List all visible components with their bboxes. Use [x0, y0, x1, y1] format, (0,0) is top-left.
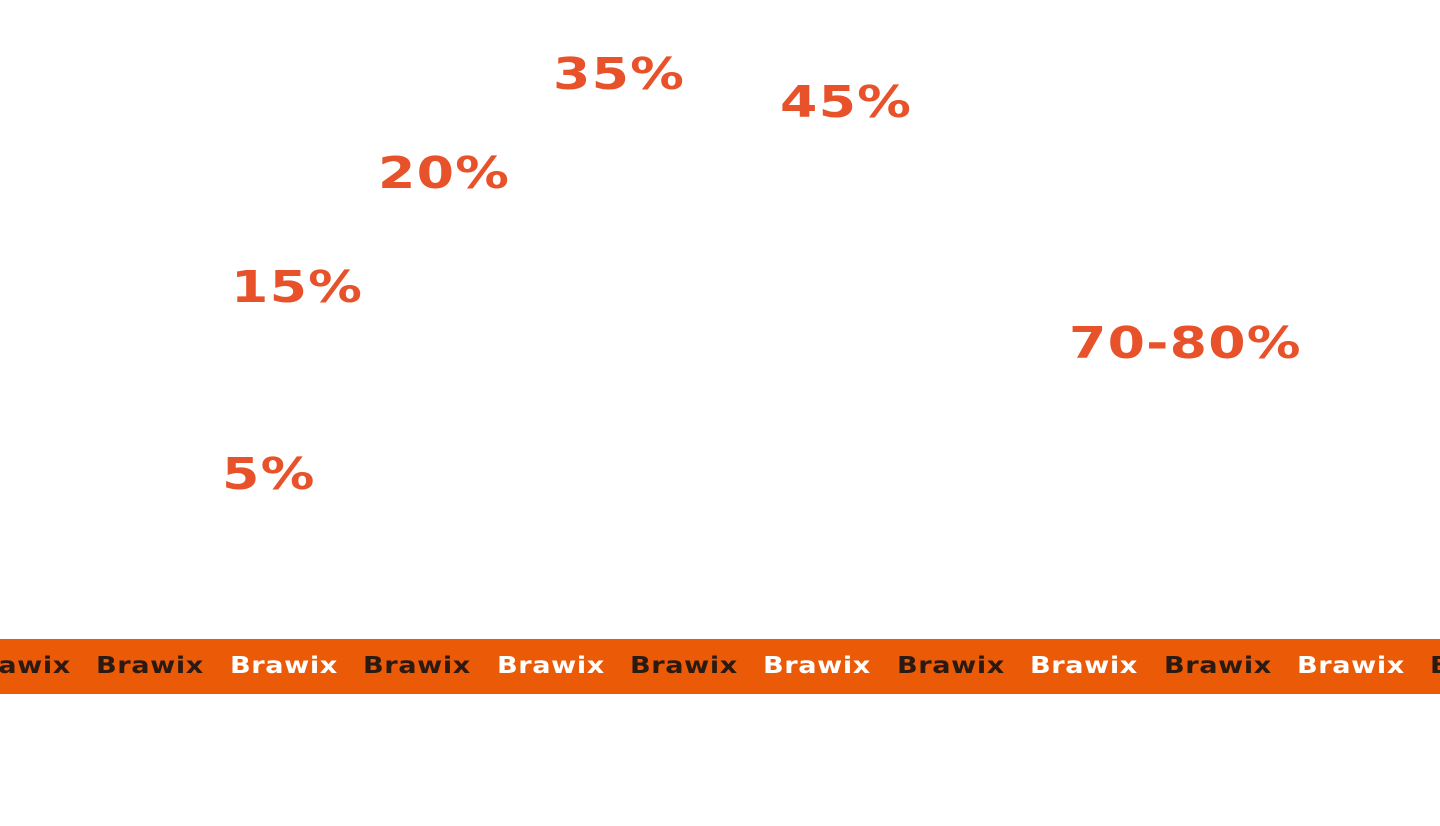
stat-value-15: 15%: [231, 262, 364, 313]
marquee-word-label: Brawix: [0, 653, 71, 679]
marquee-word-label: Brawix: [629, 653, 738, 679]
marquee-track: Brawix Brawix Brawix Brawix Brawix Brawix Braw…: [0, 639, 1440, 694]
marquee-word-label: Brawix: [96, 653, 205, 679]
marquee-word-label: Brawix: [363, 653, 471, 679]
marquee-word: Brawix: [96, 639, 229, 694]
marquee-word-label: Brawix: [763, 653, 872, 679]
stat-value-20: 20%: [378, 148, 511, 199]
marquee-word-label: Brawix: [1430, 639, 1440, 694]
brand-marquee-band: Brawix Brawix Brawix Brawix Brawix Brawix Braw…: [0, 639, 1440, 694]
marquee-word: Brawix: [497, 639, 630, 694]
marquee-word: Brawix: [230, 639, 363, 694]
marquee-word-label: Brawix: [496, 653, 605, 679]
marquee-word: Brawix: [763, 639, 896, 694]
marquee-word: Brawix: [897, 639, 1030, 694]
marquee-word: Brawix: [1164, 639, 1297, 694]
marquee-word: Brawix: [363, 639, 496, 694]
marquee-word: Brawix: [1030, 639, 1163, 694]
stat-value-45: 45%: [780, 77, 913, 128]
stat-value-35: 35%: [553, 49, 686, 100]
stat-value-70-80: 70-80%: [1069, 318, 1302, 369]
marquee-word-label: Brawix: [896, 653, 1005, 679]
marquee-word: Brawix: [1297, 639, 1430, 694]
marquee-word: Brawix: [1430, 639, 1440, 694]
marquee-word: Brawix: [0, 639, 96, 694]
marquee-word-label: Brawix: [1163, 653, 1272, 679]
marquee-word-label: Brawix: [229, 653, 338, 679]
marquee-word-label: Brawix: [1030, 653, 1138, 679]
stat-value-5: 5%: [222, 449, 316, 500]
marquee-word-label: Brawix: [1296, 653, 1405, 679]
marquee-word: Brawix: [630, 639, 763, 694]
